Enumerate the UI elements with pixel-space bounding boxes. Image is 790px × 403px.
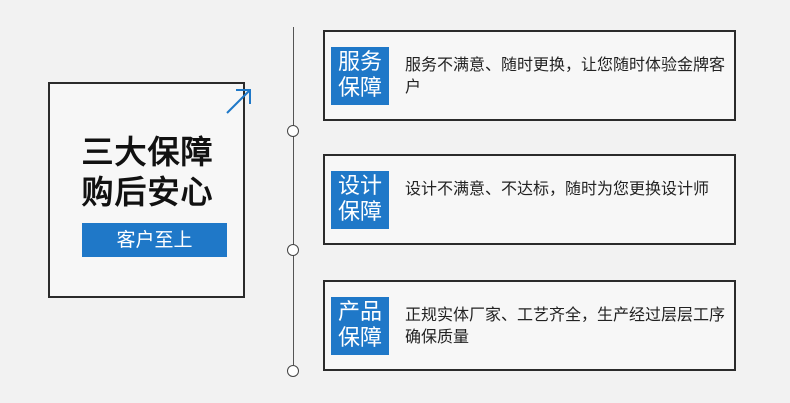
product-guarantee-card: 产品 保障 正规实体厂家、工艺齐全，生产经过层层工序确保质量 (323, 280, 736, 371)
card-tag: 设计 保障 (331, 171, 389, 229)
customer-first-badge: 客户至上 (82, 223, 227, 257)
timeline-line (293, 27, 294, 365)
timeline-dot-2 (287, 244, 299, 256)
card-description: 服务不满意、随时更换，让您随时体验金牌客户 (405, 55, 726, 96)
headline-line-1: 三大保障 (81, 133, 214, 171)
card-tag-line-2: 保障 (337, 200, 382, 225)
card-description: 正规实体厂家、工艺齐全，生产经过层层工序确保质量 (405, 305, 726, 346)
arrow-up-right-icon (226, 89, 251, 114)
card-tag-line-2: 保障 (337, 76, 382, 101)
card-tag: 产品 保障 (331, 297, 389, 355)
timeline-dot-3 (287, 365, 299, 377)
timeline-dot-1 (287, 125, 299, 137)
card-tag-line-1: 设计 (337, 174, 382, 199)
service-guarantee-card: 服务 保障 服务不满意、随时更换，让您随时体验金牌客户 (323, 30, 736, 121)
card-tag-line-1: 产品 (337, 300, 382, 325)
card-tag-line-1: 服务 (337, 50, 382, 75)
guarantee-summary-box: 三大保障 购后安心 客户至上 (48, 82, 251, 298)
card-tag: 服务 保障 (331, 47, 389, 105)
design-guarantee-card: 设计 保障 设计不满意、不达标，随时为您更换设计师 (323, 154, 736, 245)
headline-line-2: 购后安心 (81, 173, 214, 211)
card-tag-line-2: 保障 (337, 326, 382, 351)
card-description: 设计不满意、不达标，随时为您更换设计师 (405, 179, 710, 198)
